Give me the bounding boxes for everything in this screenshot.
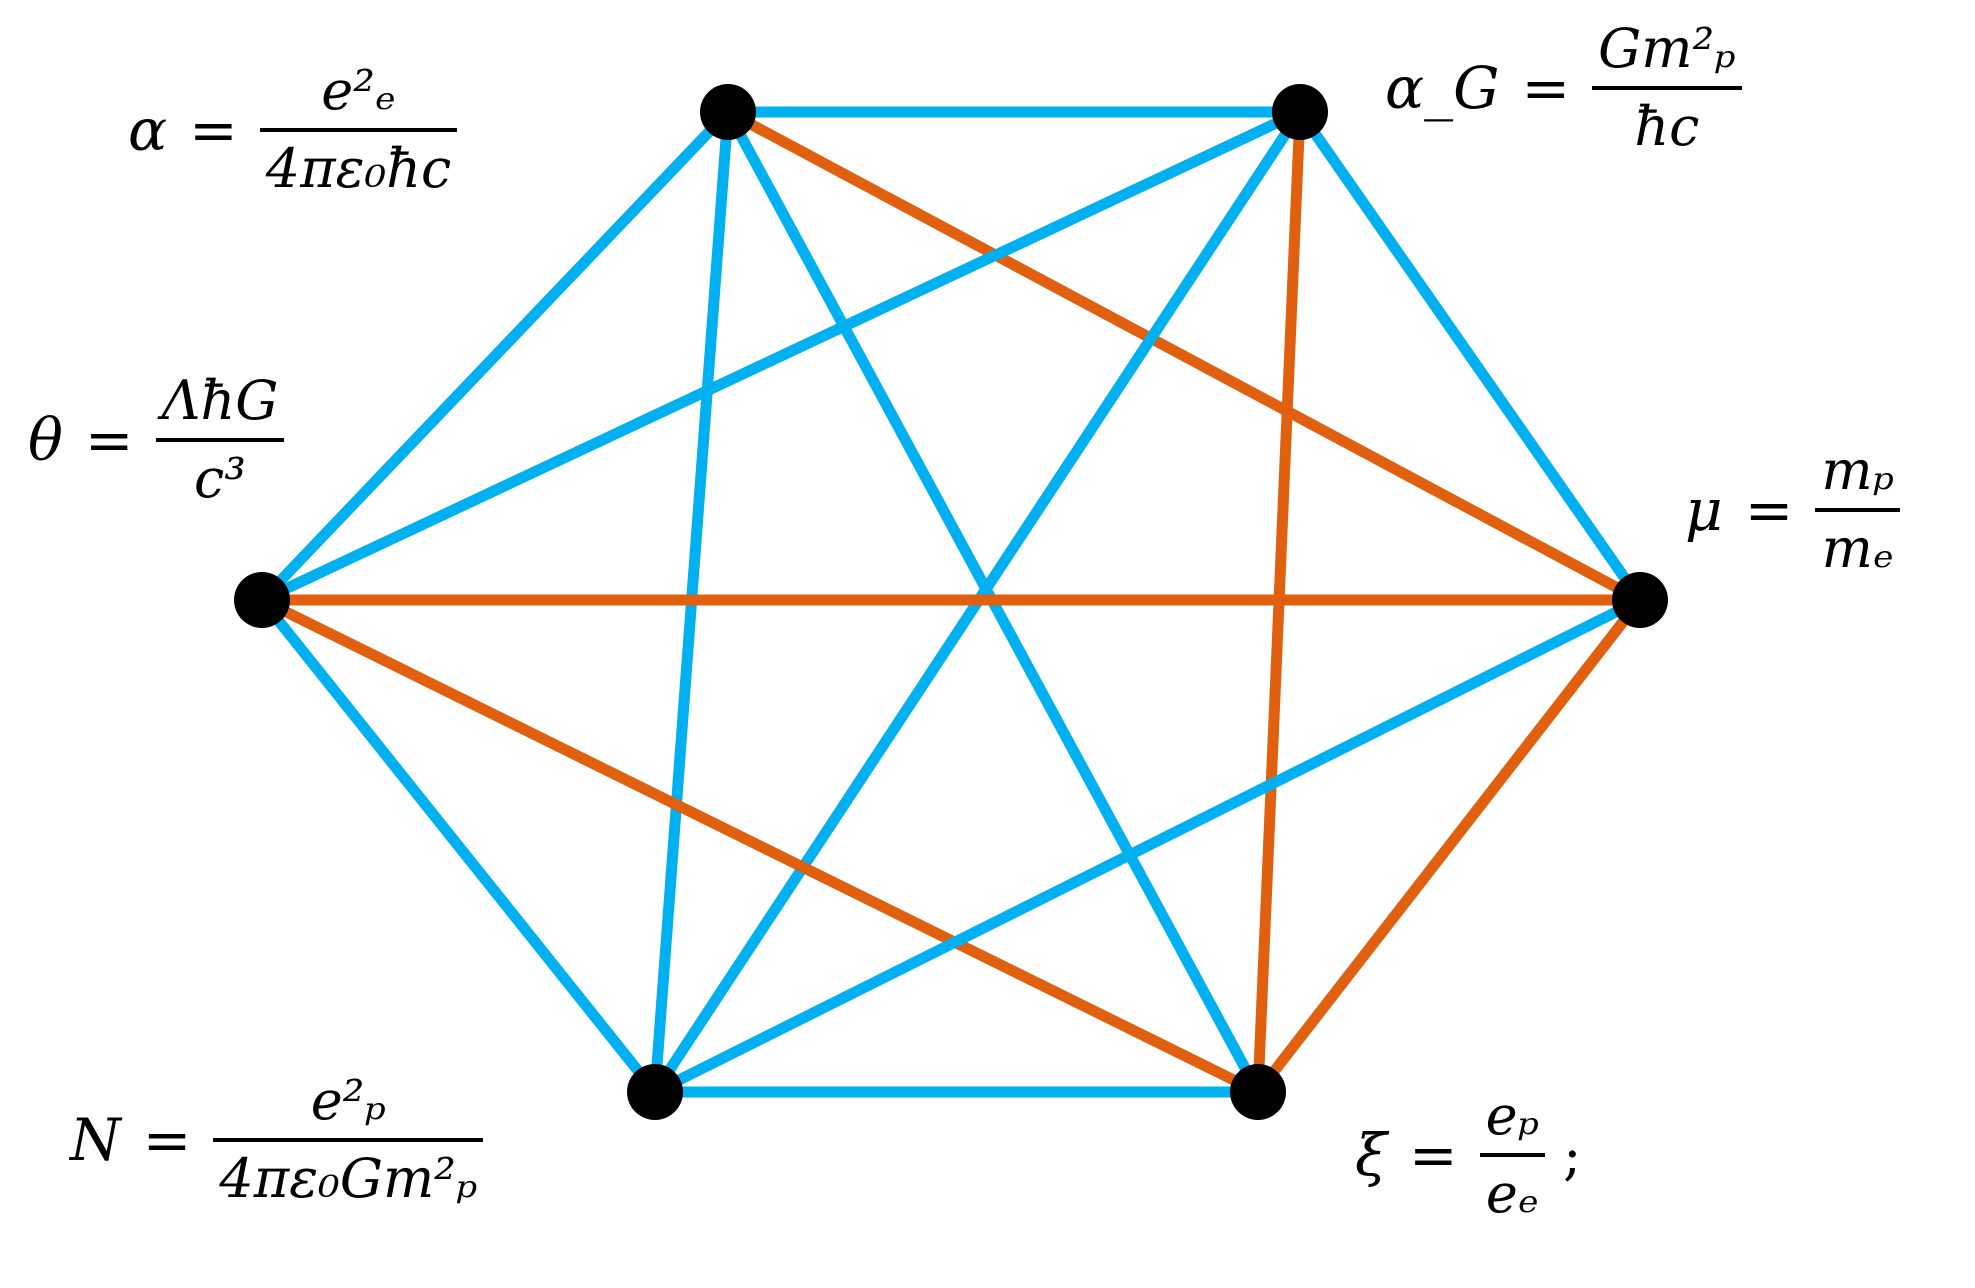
label-alpha-g-fraction: Gm²ₚ ħc (1592, 17, 1742, 159)
label-alpha-lhs: α (128, 96, 168, 165)
label-alpha-g-lhs: α_G (1385, 54, 1500, 123)
label-alpha-g-denominator: ħc (1634, 95, 1700, 159)
label-xi-numerator: eₚ (1485, 1084, 1540, 1147)
edge-alphaG-theta (256, 106, 1306, 606)
fraction-bar (1815, 508, 1901, 513)
label-n-equals: = (142, 1106, 192, 1175)
label-xi-equals: = (1408, 1121, 1458, 1190)
node-mu (1612, 572, 1668, 628)
label-theta-denominator: c³ (194, 447, 246, 511)
nodes-layer (234, 84, 1668, 1120)
label-alpha-equals: = (189, 96, 238, 165)
label-n-lhs: N (70, 1106, 121, 1175)
fraction-bar (155, 438, 285, 443)
label-alpha-numerator: e²ₑ (321, 59, 396, 122)
label-alpha-g-equals: = (1521, 54, 1571, 123)
edge-alphaG-mu (1294, 106, 1646, 606)
label-n-fraction: e²ₚ 4πε₀Gm²ₚ (213, 1069, 484, 1211)
label-xi-semicolon: ; (1563, 1123, 1582, 1187)
label-alpha: α = e²ₑ 4πε₀ħc (128, 59, 458, 201)
label-n-numerator: e²ₚ (310, 1069, 386, 1132)
label-theta-lhs: θ (28, 406, 63, 475)
node-N (627, 1064, 683, 1120)
label-theta-numerator: ΛħG (161, 369, 279, 432)
edge-theta-N (256, 594, 661, 1098)
label-mu: μ = mₚ mₑ (1685, 439, 1901, 581)
label-xi-denominator: eₑ (1485, 1162, 1539, 1226)
edge-theta-xi (256, 594, 1264, 1098)
node-alpha (700, 84, 756, 140)
node-alphaG (1272, 84, 1328, 140)
label-xi: ξ = eₚ eₑ ; (1355, 1084, 1582, 1226)
label-mu-numerator: mₚ (1821, 439, 1895, 502)
label-theta-fraction: ΛħG c³ (155, 369, 285, 511)
edges-layer (256, 106, 1646, 1098)
label-xi-fraction: eₚ eₑ (1479, 1084, 1546, 1226)
edge-mu-N (649, 594, 1646, 1098)
label-theta-equals: = (84, 406, 134, 475)
label-alpha-g-numerator: Gm²ₚ (1598, 17, 1736, 80)
label-mu-lhs: μ (1685, 476, 1723, 545)
fraction-bar (259, 128, 458, 133)
edge-alpha-mu (722, 106, 1646, 606)
label-mu-fraction: mₚ mₑ (1815, 439, 1901, 581)
label-mu-denominator: mₑ (1821, 517, 1894, 581)
edge-alpha-theta (256, 106, 734, 606)
label-alpha-g: α_G = Gm²ₚ ħc (1385, 17, 1742, 159)
label-mu-equals: = (1744, 476, 1794, 545)
edge-mu-xi (1252, 594, 1646, 1098)
node-xi (1230, 1064, 1286, 1120)
fraction-bar (1592, 86, 1742, 91)
label-xi-lhs: ξ (1355, 1121, 1387, 1190)
label-theta: θ = ΛħG c³ (28, 369, 285, 511)
node-theta (234, 572, 290, 628)
fraction-bar (1479, 1153, 1546, 1158)
fraction-bar (213, 1138, 484, 1143)
label-n-denominator: 4πε₀Gm²ₚ (219, 1147, 478, 1211)
label-alpha-fraction: e²ₑ 4πε₀ħc (259, 59, 458, 201)
label-n: N = e²ₚ 4πε₀Gm²ₚ (70, 1069, 484, 1211)
label-alpha-denominator: 4πε₀ħc (265, 137, 452, 201)
